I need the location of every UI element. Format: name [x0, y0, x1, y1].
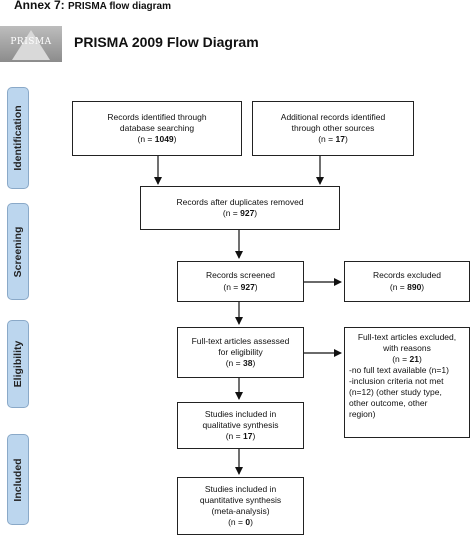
ft-excluded-count: (n = 21) — [392, 354, 422, 365]
box-other-sources: Additional records identified through ot… — [252, 101, 414, 156]
ft-excluded-reason1: -no full text available (n=1) — [349, 365, 449, 376]
excluded-line1: Records excluded — [372, 270, 442, 281]
screened-line1: Records screened — [206, 270, 275, 281]
annex-prefix: Annex 7: — [14, 0, 69, 12]
screened-count: (n = 927) — [223, 281, 258, 292]
excluded-count: (n = 890) — [389, 281, 425, 292]
ft-excluded-reason2: -inclusion criteria not met — [349, 376, 444, 387]
assessed-count: (n = 38) — [225, 358, 256, 369]
ft-excluded-reason5: region) — [349, 409, 376, 420]
quant-line3: (meta-analysis) — [211, 506, 270, 516]
other-line1: Additional records identified — [280, 111, 386, 122]
box-fulltext-excluded: Full-text articles excluded, with reason… — [344, 327, 470, 438]
prisma-logo: PRISMA — [0, 26, 62, 62]
phase-screening: Screening — [7, 203, 29, 300]
assessed-line1: Full-text articles assessed — [191, 335, 290, 346]
quant-line1: Studies included in — [204, 483, 277, 494]
qual-line2: qualitative synthesis — [202, 419, 279, 430]
box-records-screened: Records screened (n = 927) — [177, 261, 304, 302]
box-quantitative-synthesis: Studies included in quantitative synthes… — [177, 477, 304, 535]
logo-triangle — [12, 30, 50, 60]
box-fulltext-assessed: Full-text articles assessed for eligibil… — [177, 327, 304, 378]
phase-identification: Identification — [7, 87, 29, 189]
dup-line1: Records after duplicates removed — [176, 196, 304, 207]
box-qualitative-synthesis: Studies included in qualitative synthesi… — [177, 402, 304, 449]
qual-line1: Studies included in — [204, 408, 277, 419]
qual-count: (n = 17) — [225, 431, 256, 442]
box-records-excluded: Records excluded (n = 890) — [344, 261, 470, 302]
db-line1: Records identified through — [107, 111, 207, 122]
quant-count: (n = 0) — [228, 517, 253, 528]
phase-eligibility: Eligibility — [7, 320, 29, 408]
annex-suffix: PRISMA flow diagram — [68, 1, 171, 12]
dup-count: (n = 927) — [222, 208, 258, 218]
annex-heading: Annex 7: PRISMA flow diagram — [14, 0, 171, 12]
db-line2: database searching — [119, 122, 195, 133]
page-title: PRISMA 2009 Flow Diagram — [74, 34, 259, 50]
box-database-records: Records identified through database sear… — [72, 101, 242, 156]
phase-included: Included — [7, 434, 29, 525]
box-after-duplicates: Records after duplicates removed (n = 92… — [140, 186, 340, 230]
ft-excluded-reason3: (n=12) (other study type, — [349, 387, 442, 398]
quant-line2: quantitative synthesis — [199, 494, 282, 505]
ft-excluded-line1: Full-text articles excluded, — [357, 332, 457, 342]
ft-excluded-reason4: other outcome, other — [349, 398, 428, 409]
logo-text: PRISMA — [10, 37, 52, 47]
ft-excluded-line2: with reasons — [383, 343, 431, 354]
other-count: (n = 17) — [318, 134, 348, 145]
other-line2: through other sources — [291, 122, 375, 133]
assessed-line2: for eligibility — [218, 346, 263, 357]
db-count: (n = 1049) — [137, 134, 177, 145]
